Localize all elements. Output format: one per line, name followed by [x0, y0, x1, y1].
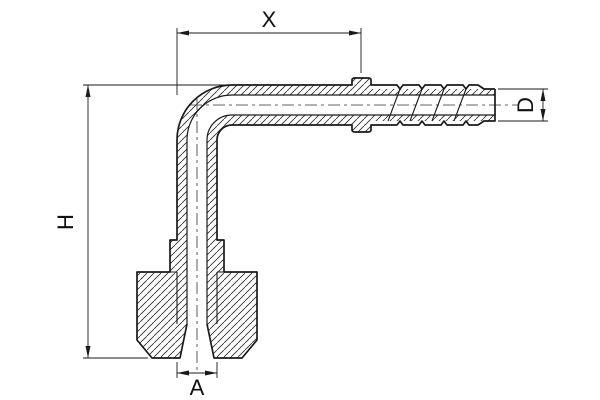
- fitting-body: [136, 77, 496, 359]
- dimension-label-x: X: [262, 7, 277, 32]
- dimension-a-arrow-left: [177, 370, 189, 376]
- hose-barb-edges: [387, 88, 467, 122]
- section-hatching: [137, 78, 495, 358]
- dimension-d: D: [498, 88, 548, 122]
- dimension-label-d: D: [513, 97, 538, 113]
- dimension-h-extension-lines: [83, 84, 226, 359]
- dimension-a-arrow-right: [205, 370, 217, 376]
- centerlines: [190, 98, 518, 370]
- nut-internal-lines: [170, 271, 224, 324]
- dimension-x-extension-lines: [176, 28, 362, 95]
- body-inner-contour: [206, 89, 496, 359]
- dimension-h: H: [53, 84, 226, 359]
- dimension-d-arrow-top: [540, 89, 546, 101]
- dimension-x-arrow-right: [349, 30, 361, 36]
- body-outer-contour: [136, 77, 495, 359]
- dimension-h-arrow-bottom: [85, 346, 91, 358]
- dimension-label-h: H: [53, 214, 78, 230]
- dimension-x-arrow-left: [177, 30, 189, 36]
- dimension-x: X: [176, 7, 362, 95]
- dimension-a-extension-lines: [176, 362, 218, 378]
- dimension-label-a: A: [190, 375, 205, 400]
- dimension-d-arrow-bottom: [540, 109, 546, 121]
- dimension-a: A: [176, 362, 218, 400]
- dimension-h-arrow-top: [85, 85, 91, 97]
- dimension-d-extension-lines: [498, 88, 548, 122]
- bore-lines: [186, 94, 495, 324]
